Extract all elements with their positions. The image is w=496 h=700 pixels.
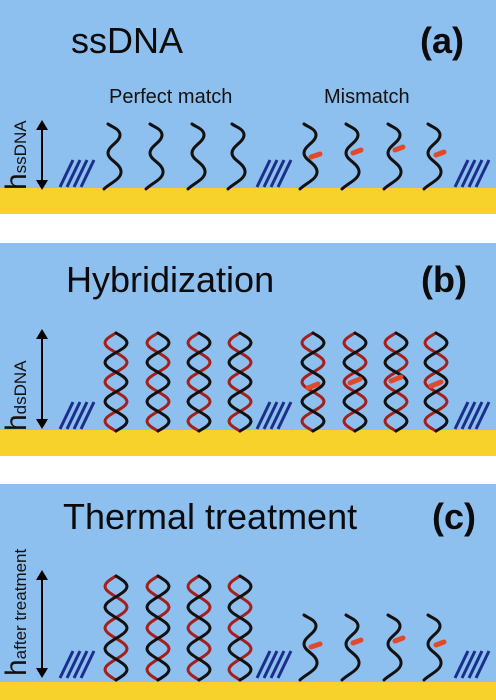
- probe-strand: [383, 331, 409, 433]
- ssdna-mismatch-strand-4: [422, 122, 443, 191]
- mismatch-marker: [428, 379, 444, 389]
- height-arrow-b: [36, 329, 48, 429]
- mismatch-marker: [347, 376, 363, 386]
- dsdna-helices-b: [103, 331, 449, 433]
- ssdna-strand-1: [102, 122, 123, 191]
- complementary-strand: [186, 331, 212, 433]
- ssdna-mismatch-strand-3: [382, 122, 403, 191]
- probe-strand: [186, 574, 212, 682]
- mismatch-marker: [388, 374, 404, 384]
- probe-strand: [145, 331, 171, 433]
- mismatch-marker: [305, 381, 321, 391]
- probe-strand: [300, 331, 326, 433]
- complementary-strand: [145, 574, 171, 682]
- complementary-strand: [227, 574, 253, 682]
- gold-substrate-b: [0, 430, 496, 456]
- perfect-match-label: Perfect match: [109, 86, 233, 108]
- panel-b-hybridization: Hybridization (b) hdsDNA: [0, 243, 496, 456]
- complementary-strand: [300, 331, 326, 433]
- ssdna-strands-mismatch: [298, 122, 443, 191]
- probe-strand: [186, 331, 212, 433]
- mismatch-label: Mismatch: [324, 86, 410, 108]
- released-strand-1: [298, 613, 319, 682]
- complementary-strand: [145, 331, 171, 433]
- height-arrow-a: [36, 120, 48, 190]
- complementary-strand: [227, 331, 253, 433]
- probe-strand: [423, 331, 449, 433]
- complementary-strand: [342, 331, 368, 433]
- panel-c-thermal-treatment: Thermal treatment (c) hafter treatment: [0, 484, 496, 700]
- panel-b-tag: (b): [421, 259, 467, 300]
- dsdna-helices-c: [103, 574, 253, 682]
- probe-strand: [103, 574, 129, 682]
- panel-b-graphics: [36, 329, 491, 433]
- probe-strand: [227, 331, 253, 433]
- released-strand-2: [340, 613, 361, 682]
- mismatch-markers-c: [308, 635, 447, 650]
- ssdna-strands-c: [298, 613, 443, 682]
- probe-strand: [103, 331, 129, 433]
- surface-hatch-b: [58, 401, 491, 430]
- panel-c-tag: (c): [432, 496, 476, 537]
- released-strand-4: [422, 613, 443, 682]
- panel-b-title: Hybridization: [66, 259, 275, 300]
- panel-a-graphics: [36, 120, 491, 191]
- complementary-strand: [186, 574, 212, 682]
- mismatch-markers-a: [308, 144, 447, 160]
- panel-a-title: ssDNA: [71, 20, 184, 61]
- ssdna-strand-4: [226, 122, 247, 191]
- released-strand-3: [382, 613, 403, 682]
- panel-c-title: Thermal treatment: [63, 496, 358, 537]
- ssdna-mismatch-strand-1: [298, 122, 319, 191]
- complementary-strand: [423, 331, 449, 433]
- ssdna-strand-3: [186, 122, 207, 191]
- probe-strand: [145, 574, 171, 682]
- panel-a-ssdna: ssDNA (a) Perfect match Mismatch hssDNA: [0, 0, 496, 214]
- probe-strand: [227, 574, 253, 682]
- surface-hatch-a: [58, 159, 491, 188]
- complementary-strand: [103, 574, 129, 682]
- height-arrow-c: [36, 570, 48, 678]
- gold-substrate-a: [0, 188, 496, 214]
- gold-substrate-c: [0, 682, 496, 700]
- probe-strand: [342, 331, 368, 433]
- ssdna-strands-perfect-match: [102, 122, 247, 191]
- ssdna-mismatch-strand-2: [340, 122, 361, 191]
- surface-hatch-c: [58, 650, 491, 679]
- panel-c-graphics: [36, 570, 491, 682]
- complementary-strand: [103, 331, 129, 433]
- panel-a-tag: (a): [420, 20, 464, 61]
- ssdna-strand-2: [144, 122, 165, 191]
- complementary-strand: [383, 331, 409, 433]
